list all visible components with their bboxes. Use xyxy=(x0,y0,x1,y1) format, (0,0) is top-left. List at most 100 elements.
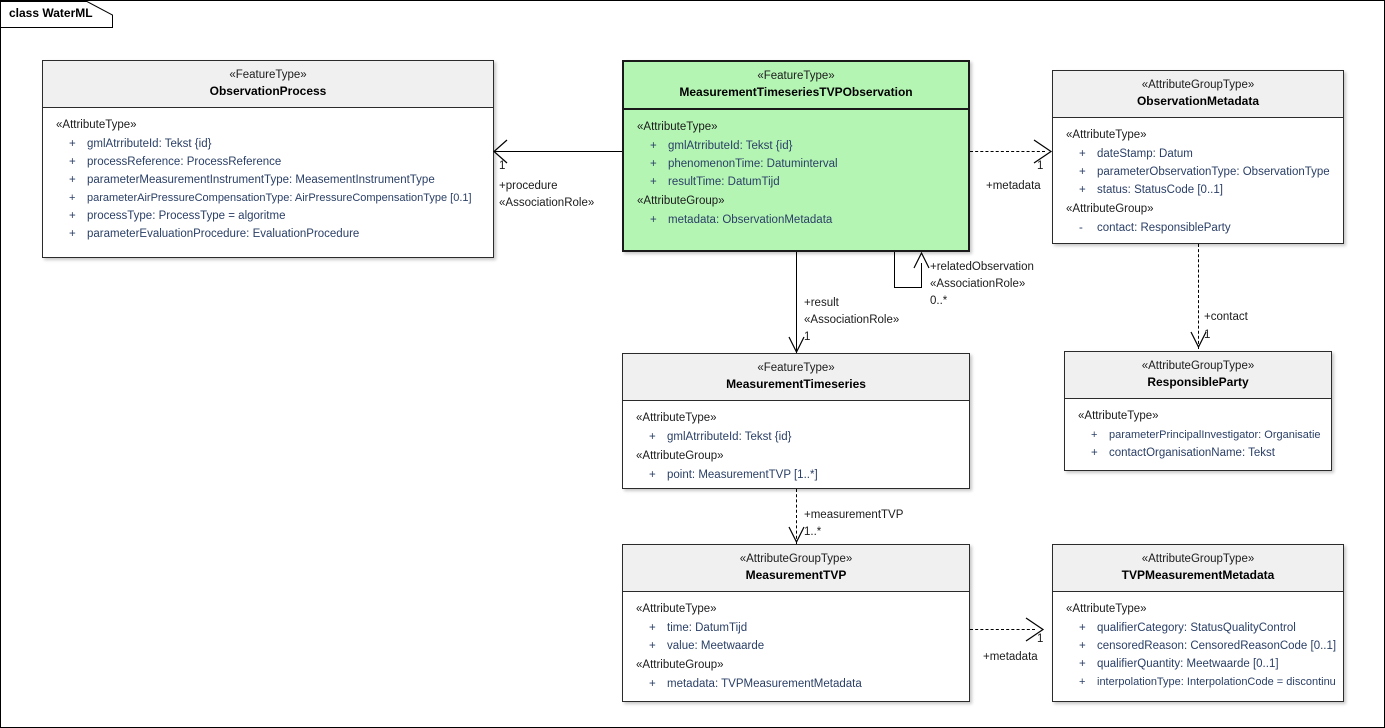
attribute-row: + status: StatusCode [0..1] xyxy=(1053,181,1343,199)
connector-related-observation-right xyxy=(921,263,922,288)
connector-result-line xyxy=(796,252,797,353)
attribute-text: censoredReason: CensoredReasonCode [0..1… xyxy=(1097,640,1337,652)
connector-related-observation-multiplicity: 0..* xyxy=(930,295,948,307)
open-arrowhead-icon xyxy=(913,251,930,269)
class-stereotype: «FeatureType» xyxy=(757,70,835,82)
class-stereotype: «AttributeGroupType» xyxy=(1141,79,1255,91)
visibility-marker: + xyxy=(69,228,76,240)
attribute-row: +processType: ProcessType = algoritme xyxy=(43,207,493,225)
attribute-row: +contactOrganisationName: Tekst xyxy=(1065,444,1331,462)
attribute-group-label: «AttributeGroup» xyxy=(637,195,725,207)
class-responsible-party[interactable]: «AttributeGroupType» ResponsibleParty «A… xyxy=(1064,351,1332,471)
connector-metadata-observation-line xyxy=(970,151,1045,152)
visibility-marker: + xyxy=(650,214,657,226)
open-arrowhead-icon xyxy=(788,526,805,544)
class-name: ObservationProcess xyxy=(209,84,327,98)
attribute-row: +qualifierQuantity: Meetwaarde [0..1] xyxy=(1053,655,1343,673)
class-stereotype: «AttributeGroupType» xyxy=(1141,360,1255,372)
visibility-marker: + xyxy=(649,640,656,652)
visibility-marker: + xyxy=(649,622,656,634)
open-arrowhead-icon xyxy=(1025,617,1045,642)
attribute-text: status: StatusCode [0..1] xyxy=(1097,184,1223,196)
connector-result-multiplicity: 1 xyxy=(804,331,811,343)
visibility-marker: + xyxy=(1079,640,1086,652)
connector-metadata-observation-role: +metadata xyxy=(986,180,1041,192)
connector-procedure-multiplicity: 1 xyxy=(499,160,506,172)
attribute-text: parameterMeasurementInstrumentType: Meas… xyxy=(87,174,435,186)
class-body-measurement-tvp: «AttributeType» + time: DatumTijd + value:… xyxy=(623,592,969,701)
class-name: TVPMeasurementMetadata xyxy=(1121,568,1275,582)
class-name: MeasurementTimeseriesTVPObservation xyxy=(679,85,913,99)
class-header-measurement-timeseries: «FeatureType» MeasurementTimeseries xyxy=(623,354,969,401)
attribute-group-label: «AttributeType» xyxy=(637,121,718,133)
visibility-marker: + xyxy=(69,138,76,150)
attribute-row: + gmlAtrributeId: Tekst {id} xyxy=(624,137,968,155)
connector-contact-multiplicity: 1 xyxy=(1204,329,1211,341)
attribute-row: + parameterMeasurementInstrumentType: Mea… xyxy=(43,171,493,189)
connector-measurement-tvp-role: +measurementTVP xyxy=(804,509,904,521)
class-body-observation-metadata: «AttributeType» +dateStamp: Datum +param… xyxy=(1053,118,1343,245)
class-stereotype: «FeatureType» xyxy=(229,69,307,81)
connector-measurement-tvp-multiplicity: 1..* xyxy=(804,526,822,538)
attribute-text: metadata: ObservationMetadata xyxy=(668,214,833,226)
class-name: MeasurementTimeseries xyxy=(726,377,866,391)
class-measurement-timeseries-tvp-observation[interactable]: «FeatureType» MeasurementTimeseriesTVPOb… xyxy=(622,60,970,252)
connector-procedure-stereotype: «AssociationRole» xyxy=(499,197,595,209)
visibility-marker: + xyxy=(649,678,656,690)
open-arrowhead-icon xyxy=(493,139,508,164)
attribute-group-label: «AttributeType» xyxy=(636,603,717,615)
attribute-text: qualifierCategory: StatusQualityControl xyxy=(1097,622,1296,634)
class-header-responsible-party: «AttributeGroupType» ResponsibleParty xyxy=(1065,352,1331,399)
class-tvp-measurement-metadata[interactable]: «AttributeGroupType» TVPMeasurementMetad… xyxy=(1052,544,1344,702)
class-header-observation-metadata: «AttributeGroupType» ObservationMetadata xyxy=(1053,71,1343,118)
visibility-marker: + xyxy=(1091,447,1098,459)
visibility-marker: + xyxy=(1079,184,1086,196)
attribute-group-label: «AttributeGroup» xyxy=(636,659,724,671)
attribute-row: -contact: ResponsibleParty xyxy=(1053,219,1343,237)
class-stereotype: «AttributeGroupType» xyxy=(1141,553,1255,565)
class-measurement-timeseries[interactable]: «FeatureType» MeasurementTimeseries «Att… xyxy=(622,353,970,489)
class-stereotype: «AttributeGroupType» xyxy=(739,553,853,565)
attribute-text: interpolationType: InterpolationCode = d… xyxy=(1097,676,1336,688)
visibility-marker: + xyxy=(650,140,657,152)
attribute-text: processReference: ProcessReference xyxy=(87,156,282,168)
visibility-marker: + xyxy=(1079,148,1086,160)
frame-tab-outline-icon xyxy=(1,1,113,28)
visibility-marker: + xyxy=(1079,658,1086,670)
attribute-group-label: «AttributeType» xyxy=(636,412,717,424)
connector-metadata-observation-multiplicity: 1 xyxy=(1037,160,1044,172)
attribute-row: + processReference: ProcessReference xyxy=(43,153,493,171)
open-arrowhead-icon xyxy=(1033,139,1053,164)
connector-procedure-role: +procedure xyxy=(499,180,558,192)
attribute-row: +metadata: TVPMeasurementMetadata xyxy=(623,675,969,693)
attribute-text: parameterEvaluationProcedure: Evaluation… xyxy=(87,228,360,240)
attribute-text: processType: ProcessType = algoritme xyxy=(87,210,286,222)
class-observation-process[interactable]: «FeatureType» ObservationProcess «Attrib… xyxy=(42,60,494,258)
attribute-text: value: Meetwaarde xyxy=(667,640,765,652)
class-body-observation-process: «AttributeType» +gmlAtrributeId: Tekst {… xyxy=(43,108,493,251)
class-name: MeasurementTVP xyxy=(745,568,847,582)
class-observation-metadata[interactable]: «AttributeGroupType» ObservationMetadata… xyxy=(1052,70,1344,244)
open-arrowhead-icon xyxy=(788,336,805,354)
attribute-text: time: DatumTijd xyxy=(667,622,748,634)
class-measurement-tvp[interactable]: «AttributeGroupType» MeasurementTVP «Att… xyxy=(622,544,970,702)
attribute-text: gmlAtrributeId: Tekst {id} xyxy=(668,140,793,152)
connector-metadata-tvp-multiplicity: 1 xyxy=(1037,633,1044,645)
attribute-row: + metadata: ObservationMetadata xyxy=(624,211,968,229)
connector-related-observation-role: +relatedObservation xyxy=(930,261,1034,273)
visibility-marker: + xyxy=(69,174,76,186)
visibility-marker: + xyxy=(69,156,76,168)
attribute-row: + time: DatumTijd xyxy=(623,619,969,637)
connector-related-observation-bottom xyxy=(894,287,922,288)
attribute-group-label: «AttributeGroup» xyxy=(1066,203,1154,215)
attribute-group-label: «AttributeType» xyxy=(1078,410,1159,422)
visibility-marker: + xyxy=(1091,429,1098,441)
open-arrowhead-icon xyxy=(1190,331,1207,349)
attribute-text: parameterObservationType: ObservationTyp… xyxy=(1097,166,1330,178)
visibility-marker: + xyxy=(649,469,656,481)
class-body-tvp-measurement-metadata: «AttributeType» +qualifierCategory: Stat… xyxy=(1053,592,1343,699)
attribute-group-label: «AttributeGroup» xyxy=(636,450,724,462)
visibility-marker: + xyxy=(1079,676,1086,688)
attribute-row: + interpolationType: InterpolationCode = … xyxy=(1053,673,1343,691)
attribute-row: + censoredReason: CensoredReasonCode [0..… xyxy=(1053,637,1343,655)
